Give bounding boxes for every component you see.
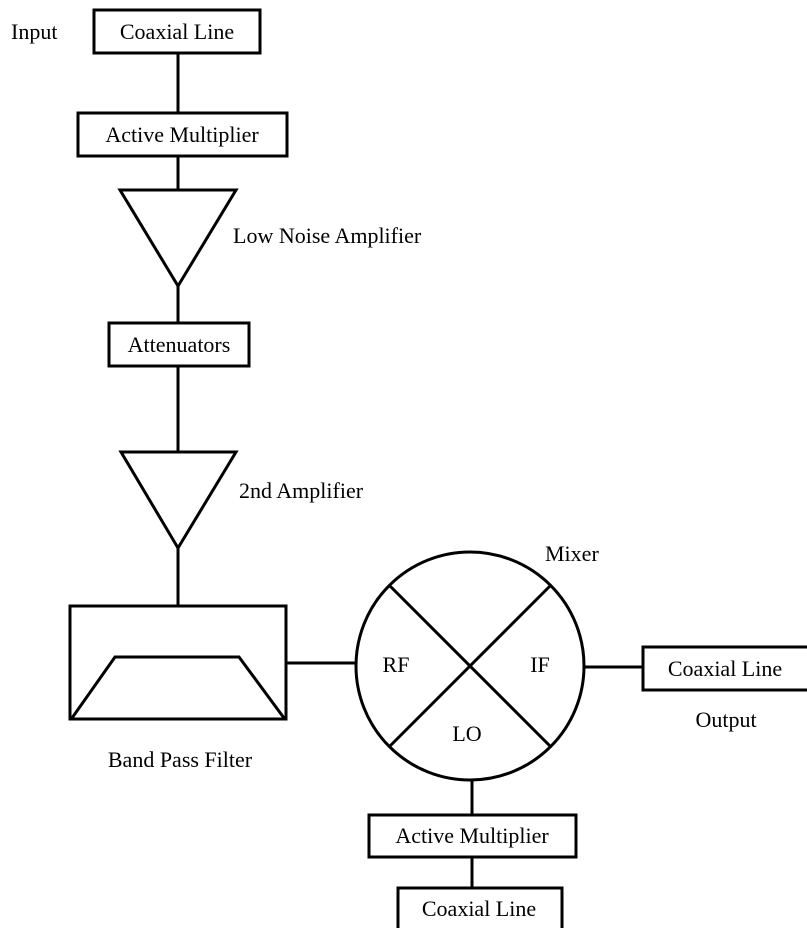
output-label: Output [695,707,756,732]
connection-wires [176,53,643,888]
attenuators-block: Attenuators [107,321,251,368]
input-label: Input [11,19,57,44]
coaxial-line-input-block: Coaxial Line [92,8,262,55]
mixer-label: Mixer [545,541,599,566]
amplifier-triangle-icon [117,188,239,289]
coaxial-line-output-block: Coaxial Line [641,645,807,692]
mixer-port-rf: RF [383,652,410,677]
active-multiplier-top-label: Active Multiplier [105,122,259,147]
second-amplifier-symbol [118,450,239,551]
mixer-port-if: IF [530,652,550,677]
band-pass-filter-label: Band Pass Filter [108,747,253,772]
second-amplifier-label: 2nd Amplifier [239,478,364,503]
amplifier-triangle-icon [118,450,239,551]
active-multiplier-bottom-block: Active Multiplier [367,813,578,859]
band-pass-filter-block [68,604,288,721]
active-multiplier-top-block: Active Multiplier [76,111,289,158]
coaxial-line-bottom-label: Coaxial Line [422,896,536,921]
mixer-port-lo: LO [452,721,481,746]
mixer-symbol: RF IF LO [354,550,586,782]
active-multiplier-bottom-label: Active Multiplier [395,823,549,848]
mixer-cross-line [387,583,553,749]
coaxial-line-input-label: Coaxial Line [120,19,234,44]
band-pass-response-icon [70,655,286,719]
low-noise-amplifier-label: Low Noise Amplifier [233,223,422,248]
low-noise-amplifier-symbol [117,188,239,289]
coaxial-line-output-label: Coaxial Line [668,656,782,681]
attenuators-label: Attenuators [128,332,231,357]
coaxial-line-bottom-block: Coaxial Line [396,886,564,928]
